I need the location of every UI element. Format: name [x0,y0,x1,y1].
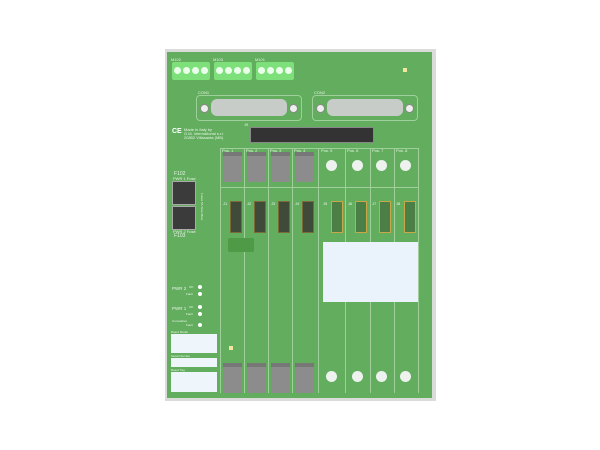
led-indicator [198,305,202,309]
silkscreen-line [292,148,293,393]
relay [295,152,314,182]
led-label: OK [189,285,194,289]
header-label: J8 [396,201,401,206]
terminal-block [172,62,210,80]
led-label: Cumulative [172,319,188,323]
terminal-label: M103 [213,57,224,62]
pin-header [302,201,314,233]
header-label: J6 [348,201,353,206]
position-label: Pos. 8 [396,148,408,153]
header-label: J5 [323,201,328,206]
relay [271,363,290,393]
led-indicator [198,292,202,296]
fuse-id: F103 [174,233,186,239]
ribbon-label: J9 [244,122,249,127]
label-title: Board Tag [171,368,185,372]
position-label: Pos. 1 [222,148,234,153]
terminal-label: M101 [255,57,266,62]
board-tag-field [171,372,217,392]
maker-text: Made in Italy by [184,127,213,132]
position-label: Pos. 3 [270,148,282,153]
mount-hole [376,371,387,382]
led-group-label: PWR 2 [172,286,187,291]
silkscreen-line [268,148,269,393]
position-label: Pos. 2 [246,148,258,153]
board-model-field [171,334,217,353]
relay [247,152,266,182]
header-label: J3 [271,201,276,206]
led-indicator [198,312,202,316]
mount-hole [376,160,387,171]
relay [223,363,242,393]
connector-label: CON2 [314,90,326,95]
connector-label: CON1 [198,90,210,95]
terminal-label: M102 [171,57,182,62]
silkscreen-line [220,148,418,149]
mount-hole [400,371,411,382]
maker-text: 20852 Villasanta (MB) [184,135,224,140]
header-label: J7 [372,201,377,206]
led-label: Fault [186,312,193,316]
pin-header [404,201,416,233]
led-label: Fault [186,323,193,327]
fuse [172,206,196,230]
pin-header [379,201,391,233]
mount-hole [400,160,411,171]
mount-hole [352,160,363,171]
relay [247,363,266,393]
serial-number-field [171,358,217,367]
maker-text: G.M. International s.r.l. [184,131,225,136]
silkscreen-line [220,187,418,188]
ribbon-connector [250,127,374,143]
terminal-block [256,62,294,80]
silkscreen-line [244,148,245,393]
led-label: Fault [186,292,193,296]
label-area [323,242,418,302]
relay [271,152,290,182]
fuse-label: PWR 2 Fuse [173,229,196,234]
marker-pad [403,68,407,72]
mount-hole [326,371,337,382]
label-title: Serial Number [171,354,191,358]
relay [223,152,242,182]
pin-header [254,201,266,233]
pin-header [331,201,343,233]
silkscreen-line [318,148,319,393]
fuse [172,181,196,205]
mount-hole [326,160,337,171]
position-label: Pos. 7 [372,148,384,153]
led-indicator [198,285,202,289]
ce-mark: CE [172,128,182,135]
component-pad [228,238,254,252]
terminal-block [214,62,252,80]
fuse-label: PWR 1 Fuse [173,176,196,181]
fuse-id: F102 [174,171,186,177]
led-group-label: PWR 1 [172,306,187,311]
dsub-connector [312,95,418,121]
pin-header [230,201,242,233]
marker-pad [229,346,233,350]
pin-header [278,201,290,233]
mount-hole [352,371,363,382]
fuse-rating: Fuses 5A Slow Blow [200,193,204,221]
position-label: Pos. 4 [294,148,306,153]
relay [295,363,314,393]
header-label: J2 [247,201,252,206]
dsub-connector [196,95,302,121]
led-label: OK [189,305,194,309]
led-indicator [198,323,202,327]
header-label: J4 [295,201,300,206]
position-label: Pos. 5 [321,148,333,153]
silkscreen-line [220,148,221,393]
label-title: Board Model [171,330,189,334]
silkscreen-line [418,148,419,393]
header-label: J1 [223,201,228,206]
pin-header [355,201,367,233]
position-label: Pos. 6 [347,148,359,153]
